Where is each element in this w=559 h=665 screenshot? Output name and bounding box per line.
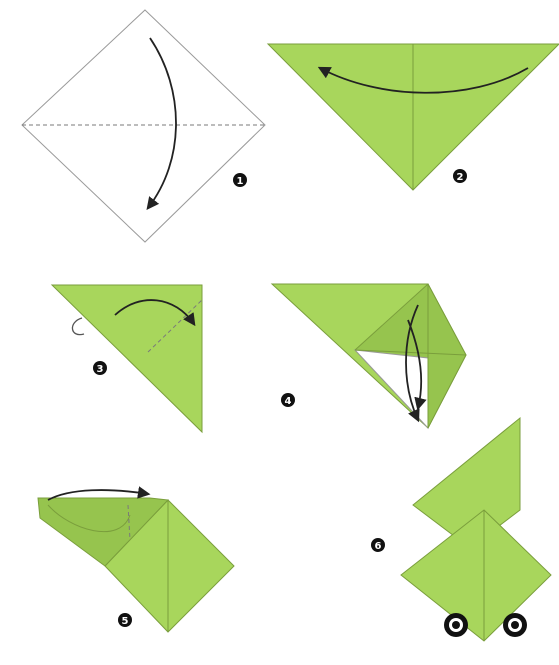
turn-over-loop	[72, 318, 84, 335]
step-number: 2	[457, 172, 464, 183]
step-number: 5	[122, 616, 129, 627]
step-4: 4	[272, 284, 466, 428]
step-1: 1	[22, 10, 265, 242]
frog-eye-left	[444, 613, 468, 637]
step-3: 3	[52, 285, 202, 432]
step-number: 4	[285, 396, 292, 407]
paper-square-white	[22, 10, 265, 242]
step-number: 1	[237, 176, 244, 187]
step-number: 3	[97, 364, 104, 375]
step-number: 6	[375, 541, 382, 552]
step-2: 2	[268, 44, 559, 190]
step-6: 6	[371, 418, 551, 641]
frog-body	[401, 510, 551, 641]
step-5: 5	[38, 490, 234, 632]
frog-eye-right	[503, 613, 527, 637]
